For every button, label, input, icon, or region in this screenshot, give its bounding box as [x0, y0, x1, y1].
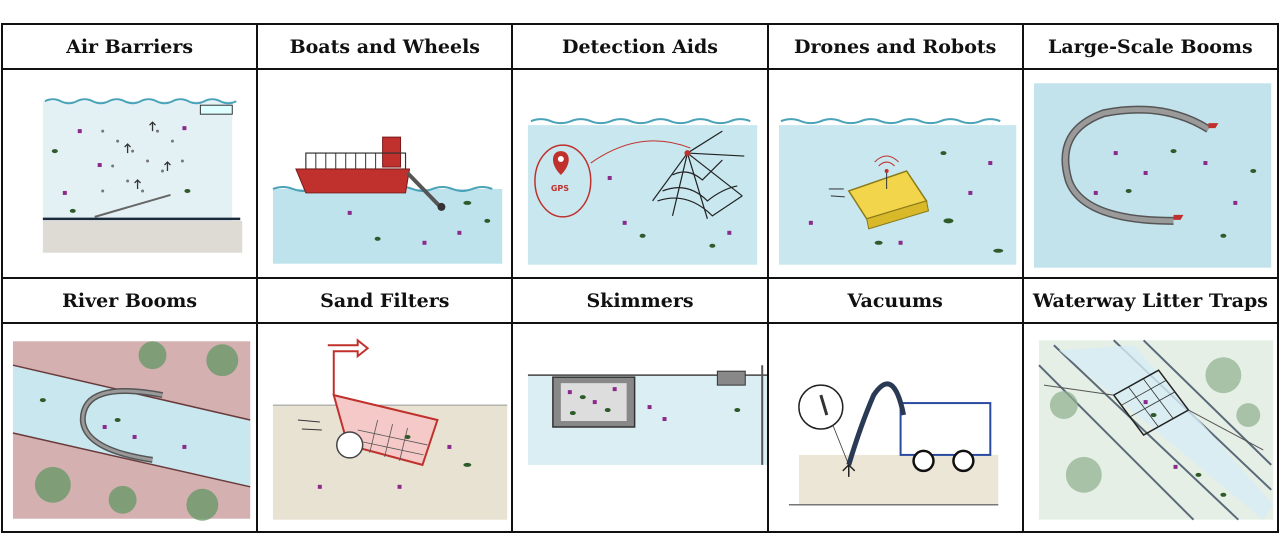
technology-grid: Air Barriers: [1, 23, 1279, 533]
panel-drones-and-robots: Drones and Robots: [769, 25, 1024, 279]
skimmer-illustration: [513, 324, 766, 531]
detection-gps-illustration: GPS: [513, 70, 766, 277]
panel-title: Waterway Litter Traps: [1024, 279, 1277, 324]
panel-title: River Booms: [3, 279, 256, 324]
litter-trap-illustration: [1024, 324, 1277, 531]
panel-title: Vacuums: [769, 279, 1022, 324]
panel-title: Sand Filters: [258, 279, 511, 324]
panel-title: Boats and Wheels: [258, 25, 511, 70]
panel-air-barriers: Air Barriers: [3, 25, 258, 279]
panel-river-booms: River Booms: [3, 279, 258, 533]
panel-boats-and-wheels: Boats and Wheels: [258, 25, 513, 279]
panel-sand-filters: Sand Filters: [258, 279, 513, 533]
panel-title: Large-Scale Booms: [1024, 25, 1277, 70]
sand-filter-cart-illustration: [258, 324, 511, 531]
large-boom-illustration: [1024, 70, 1277, 277]
panel-title: Drones and Robots: [769, 25, 1022, 70]
river-boom-illustration: [3, 324, 256, 531]
gps-label: GPS: [551, 184, 569, 193]
panel-detection-aids: Detection Aids GPS: [513, 25, 768, 279]
panel-vacuums: Vacuums: [769, 279, 1024, 533]
panel-waterway-litter-traps: Waterway Litter Traps: [1024, 279, 1279, 533]
panel-title: Detection Aids: [513, 25, 766, 70]
panel-skimmers: Skimmers: [513, 279, 768, 533]
air-barrier-illustration: [3, 70, 256, 277]
panel-title: Air Barriers: [3, 25, 256, 70]
drone-robot-illustration: [769, 70, 1022, 277]
vacuum-illustration: [769, 324, 1022, 531]
panel-title: Skimmers: [513, 279, 766, 324]
boat-wheel-illustration: [258, 70, 511, 277]
panel-large-scale-booms: Large-Scale Booms: [1024, 25, 1279, 279]
